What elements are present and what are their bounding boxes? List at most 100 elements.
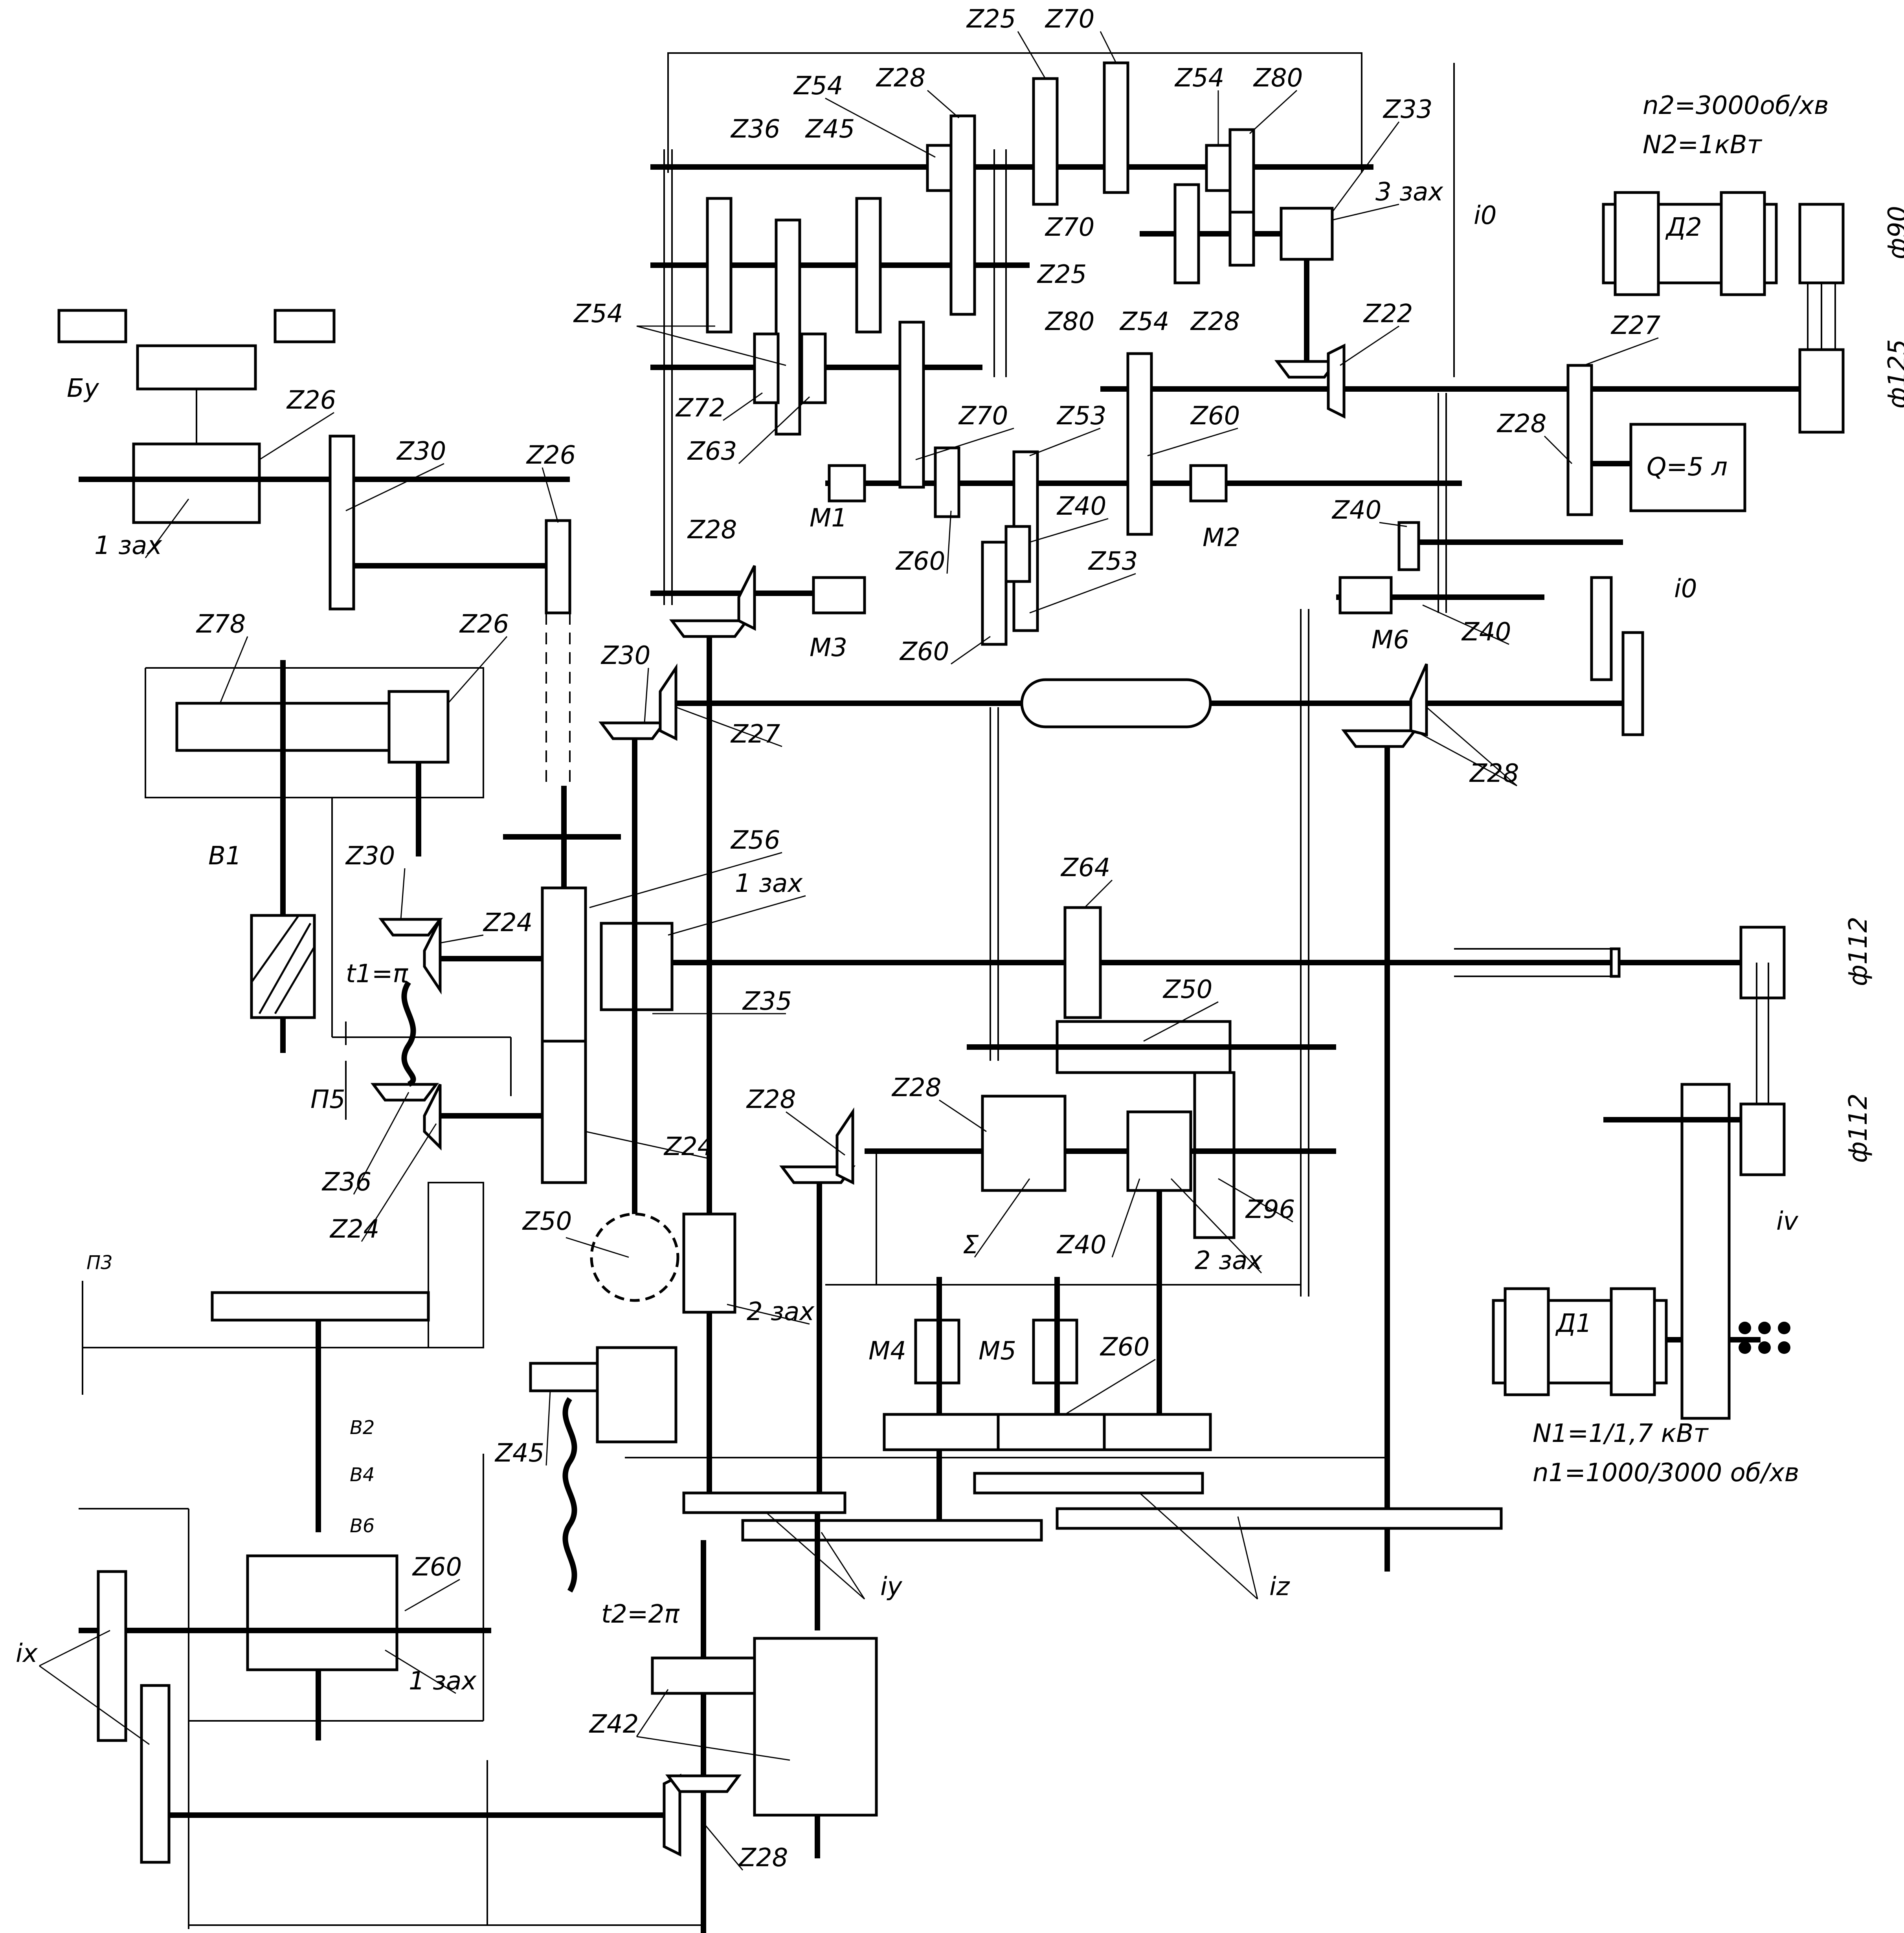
label-t1: t1=π	[346, 959, 408, 989]
pulley-d112-b	[1739, 1102, 1786, 1176]
pulley-d90	[1798, 203, 1845, 284]
label-z63: Z63	[687, 437, 737, 466]
bevel-z30-b	[599, 721, 667, 740]
label-m2: М2	[1203, 523, 1240, 552]
label-N1: N1=1/1,7 кВт	[1533, 1419, 1709, 1448]
gear-z50-a	[590, 1212, 679, 1302]
gear-z96	[1193, 1071, 1236, 1239]
lower-left-group	[79, 1182, 878, 1933]
label-z27-top: Z27	[1610, 311, 1661, 340]
worm-2zax-a	[682, 1212, 736, 1314]
gear-z30-left	[329, 435, 355, 611]
label-1zax-b: 1 зах	[735, 869, 803, 898]
label-z54-a: Z54	[793, 72, 843, 101]
gear-z70-c	[898, 321, 925, 489]
label-iz: iz	[1269, 1572, 1290, 1601]
label-d125: ф125	[1883, 339, 1904, 409]
label-t2: t2=2π	[601, 1600, 680, 1629]
label-z54-c: Z54	[1119, 307, 1169, 336]
label-z60-e: Z60	[412, 1553, 462, 1582]
sleeve-slot	[1020, 678, 1212, 728]
bevel-z28-e	[779, 1165, 856, 1184]
gear-z27-top	[1566, 364, 1593, 516]
leaders	[39, 31, 1659, 1871]
label-v2: В2	[350, 1417, 375, 1439]
label-z70-top: Z70	[1045, 5, 1094, 34]
gear-z63	[800, 332, 827, 404]
label-z30-b: Z30	[600, 641, 650, 670]
bevel-z28-c	[669, 619, 749, 638]
label-z80-b: Z80	[1045, 307, 1094, 336]
labels: Z25 Z70 Z54 Z28 Z54 Z80 Z36 Z45 Z33 3 за…	[16, 5, 1904, 1872]
label-z54-d: Z54	[573, 299, 623, 328]
label-z60-d: Z60	[1100, 1333, 1149, 1362]
label-z56: Z56	[730, 826, 780, 855]
label-3zax: 3 зах	[1375, 178, 1443, 207]
unit-left-a	[57, 309, 127, 343]
gear-z45-b	[529, 1362, 603, 1392]
label-v4: В4	[350, 1464, 375, 1486]
gear-iz-a	[973, 1472, 1204, 1495]
pulley-d112-a	[1739, 926, 1786, 1000]
label-z24-b: Z24	[663, 1132, 713, 1161]
gear-iy-a	[682, 1491, 846, 1514]
label-2zax-a: 2 зах	[1195, 1246, 1263, 1275]
unit-left-b	[274, 309, 336, 343]
label-z42: Z42	[589, 1710, 639, 1739]
label-i0-a: i0	[1474, 201, 1497, 230]
label-p5: П5	[310, 1085, 345, 1114]
label-z70-b: Z70	[1045, 213, 1094, 242]
label-m4: М4	[868, 1337, 906, 1366]
label-z28-b: Z28	[1190, 307, 1240, 336]
label-by: Бу	[67, 374, 99, 403]
gear-i0-a	[1590, 576, 1613, 681]
pulley-d125	[1798, 348, 1845, 434]
gear-z60-c	[981, 541, 1008, 646]
label-z40-a: Z40	[1056, 492, 1106, 521]
block-by	[136, 344, 257, 391]
label-z28-c: Z28	[687, 515, 737, 545]
clutch-m2	[1189, 464, 1228, 503]
worm-lower-left	[246, 1554, 398, 1671]
label-z28-g: Z28	[738, 1843, 788, 1872]
table-slide	[211, 1291, 430, 1322]
lower-gearbox	[625, 1277, 1503, 1630]
block-hatched	[250, 914, 316, 1019]
label-z60-b: Z60	[895, 547, 945, 576]
label-1zax-left: 1 зах	[94, 531, 162, 560]
label-z50-b: Z50	[1162, 975, 1212, 1004]
label-z54-b: Z54	[1174, 64, 1224, 93]
gear-i0-b	[1621, 631, 1644, 736]
label-z28-a: Z28	[876, 64, 925, 93]
label-z26-b: Z26	[459, 610, 509, 639]
gear-z54-d	[706, 197, 733, 334]
worm-z45	[596, 1346, 678, 1443]
label-z40-b: Z40	[1331, 496, 1381, 525]
bevel-z28-d	[1341, 729, 1417, 748]
pump-q5	[1629, 423, 1746, 512]
mid-left-assembly	[145, 576, 1786, 1572]
label-iy: iy	[880, 1572, 903, 1601]
bevel-z24-a	[423, 919, 442, 995]
gear-z64	[1063, 906, 1102, 1019]
gear-z42	[651, 1656, 756, 1695]
label-z30-left: Z30	[396, 437, 446, 466]
label-z80-a: Z80	[1253, 64, 1303, 93]
gear-iy-b	[741, 1519, 1043, 1542]
label-z96: Z96	[1245, 1195, 1295, 1224]
label-ix: ix	[16, 1639, 38, 1668]
top-gearbox	[650, 52, 1800, 646]
gear-z60-b	[1126, 352, 1153, 536]
label-z45-b: Z45	[494, 1439, 544, 1468]
differential	[981, 1095, 1067, 1192]
gear-z72	[753, 332, 780, 404]
gear-iz-b	[1056, 1507, 1503, 1530]
label-z30-c: Z30	[345, 842, 395, 871]
worm-z40	[1126, 1110, 1192, 1192]
label-m6: М6	[1372, 625, 1409, 655]
label-z25-top: Z25	[966, 5, 1016, 34]
gear-ix-b	[140, 1684, 171, 1864]
bevel-z22	[1274, 360, 1339, 379]
worm-z33	[1280, 207, 1334, 261]
bevel-z27	[659, 663, 678, 741]
